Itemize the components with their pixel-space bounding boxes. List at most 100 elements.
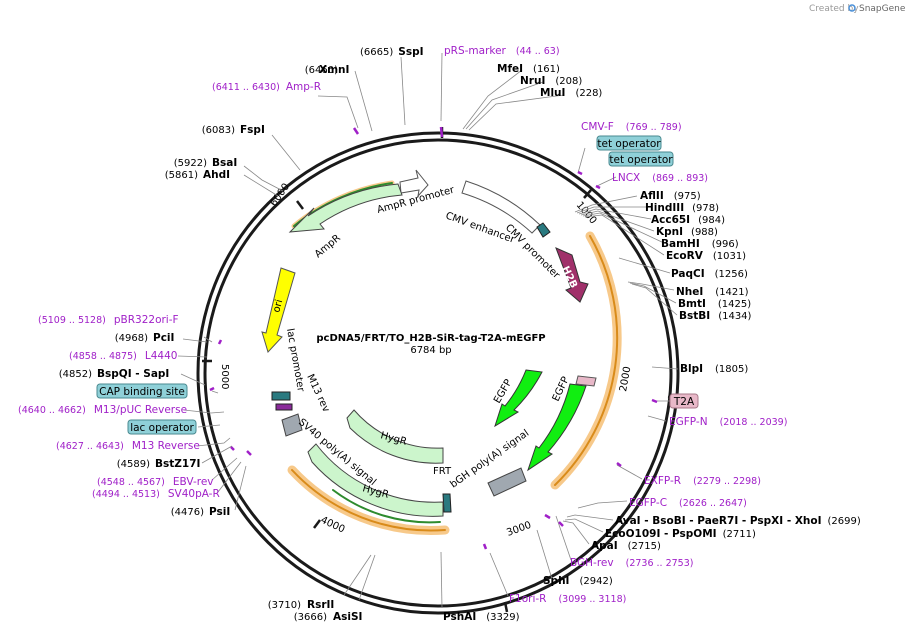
t2a-label: T2A xyxy=(673,396,695,408)
bspqi-sapi-pos: (4852) xyxy=(59,369,92,380)
fspi-name: FspI xyxy=(240,124,265,136)
aflii-name: AflII xyxy=(640,190,664,202)
svg-text:(5109 .. 5128)pBR322ori-F: (5109 .. 5128)pBR322ori-F xyxy=(38,314,179,326)
svg-text:EGFP-N(2018 .. 2039): EGFP-N (2018 .. 2039) xyxy=(669,416,787,428)
m13puc-name: M13/pUC Reverse xyxy=(94,404,187,416)
lac-operator-box: lac operator xyxy=(127,419,197,435)
svg-text:AsiSI: AsiSI xyxy=(333,611,362,623)
fspi-pos: (6083) xyxy=(202,125,235,136)
paqci-name: PaqCI xyxy=(671,268,705,280)
bamhi-pos: (996) xyxy=(712,239,739,250)
svg-text:EcoO109I - PspOMI(2711): EcoO109I - PspOMI (2711) xyxy=(605,528,756,540)
ecoo109i-pos: (2711) xyxy=(723,529,756,540)
ebv-rev-name: EBV-rev xyxy=(173,476,214,488)
mfei-name: MfeI xyxy=(497,63,523,75)
ahdi-name: AhdI xyxy=(203,169,230,181)
sphi-name: SphI xyxy=(543,575,569,587)
amp-r-pos: (6411 .. 6430) xyxy=(212,82,280,93)
f1ori-r-pos: (3099 .. 3118) xyxy=(558,594,626,605)
tet-operator-2-label: tet operator xyxy=(609,154,673,166)
feature-hygr-1: HygR xyxy=(346,409,444,464)
svg-text:(6411 .. 6430)Amp-R: (6411 .. 6430)Amp-R xyxy=(212,81,321,93)
bstbi-pos: (1434) xyxy=(718,311,751,322)
svg-text:(6460): (6460) xyxy=(305,65,338,76)
tick-3000: 3000 xyxy=(505,520,533,539)
rsrii-pos: (3710) xyxy=(268,600,301,611)
svg-text:BGH-rev(2736 .. 2753): BGH-rev(2736 .. 2753) xyxy=(570,557,693,569)
egfp-n-name: EGFP-N xyxy=(669,416,708,428)
feature-egfp-1: EGFP xyxy=(492,369,543,428)
svg-text:EGFP-C(2626 .. 2647): EGFP-C(2626 .. 2647) xyxy=(629,497,747,509)
nrui-name: NruI xyxy=(520,75,545,87)
kpni-name: KpnI xyxy=(656,226,683,238)
hindiii-pos: (978) xyxy=(692,203,719,214)
svg-text:BstZ17I: BstZ17I xyxy=(155,458,200,470)
m13-rev-label: M13 rev xyxy=(304,373,331,414)
ecoo109i-name: EcoO109I - PspOMI xyxy=(605,528,717,540)
nhei-name: NheI xyxy=(676,286,703,298)
ecorv-name: EcoRV xyxy=(666,250,704,262)
nhei-pos: (1421) xyxy=(715,287,748,298)
svg-text:F1ori-R(3099 .. 3118): F1ori-R(3099 .. 3118) xyxy=(509,593,626,605)
tet-operator-1-box: tet operator xyxy=(596,135,662,151)
egfp-n-pos: (2018 .. 2039) xyxy=(720,417,788,428)
sphi-pos: (2942) xyxy=(579,576,612,587)
tick-4000: 4000 xyxy=(319,515,347,536)
primer-marks xyxy=(209,126,658,550)
pshai-name: PshAI xyxy=(443,611,476,623)
avai-group-pos: (2699) xyxy=(828,516,861,527)
t2a-box: T2A xyxy=(669,393,699,409)
svg-text:(5922): (5922) xyxy=(174,158,207,169)
sv40pa-r-pos: (4494 .. 4513) xyxy=(92,489,160,500)
m13rev-pos: (4627 .. 4643) xyxy=(56,441,124,452)
ahdi-pos: (5861) xyxy=(165,170,198,181)
svg-text:(4548 .. 4567)EBV-rev: (4548 .. 4567)EBV-rev xyxy=(97,476,214,488)
mlui-pos: (228) xyxy=(575,88,602,99)
feature-ori: ori xyxy=(261,267,296,353)
svg-text:(4968): (4968) xyxy=(115,333,148,344)
feature-h2b: H2B xyxy=(555,247,589,303)
exfp-r-pos: (2279 .. 2298) xyxy=(693,476,761,487)
ampr-label: AmpR xyxy=(313,233,343,261)
svg-text:Acc65I(984): Acc65I (984) xyxy=(651,214,725,226)
l4440-name: L4440 xyxy=(145,350,178,362)
bspqi-sapi-name: BspQI - SapI xyxy=(97,368,169,380)
xmni-pos: (6460) xyxy=(305,65,338,76)
plasmid-size: 6784 bp xyxy=(410,345,451,356)
bgh-rev-name: BGH-rev xyxy=(570,557,614,569)
svg-text:EXFP-R(2279 .. 2298): EXFP-R (2279 .. 2298) xyxy=(644,475,761,487)
exfp-r-name: EXFP-R xyxy=(644,475,681,487)
svg-text:BstBI(1434): BstBI(1434) xyxy=(679,310,752,322)
svg-text:(4589): (4589) xyxy=(117,459,150,470)
acc65i-pos: (984) xyxy=(698,215,725,226)
blpi-name: BlpI xyxy=(680,363,703,375)
svg-text:RsrII: RsrII xyxy=(307,599,334,611)
sspi-name: SspI xyxy=(398,46,423,58)
svg-text:(4627 .. 4643)M13 Reverse: (4627 .. 4643)M13 Reverse xyxy=(56,440,200,452)
tick-5000: 5000 xyxy=(219,364,230,389)
credit-brand: SnapGene xyxy=(859,4,906,14)
svg-text:XmnI: XmnI xyxy=(319,64,349,76)
bamhi-name: BamHI xyxy=(661,238,700,250)
svg-text:BmtI(1425): BmtI(1425) xyxy=(678,298,751,310)
svg-text:(6083): (6083) xyxy=(202,125,235,136)
acc65i-name: Acc65I xyxy=(651,214,690,226)
svg-text:pRS-marker(44 .. 63): pRS-marker(44 .. 63) xyxy=(444,45,560,57)
sv40pa-r-name: SV40pA-R xyxy=(168,488,220,500)
rsrii-name: RsrII xyxy=(307,599,334,611)
svg-text:CMV-F(769 .. 789): CMV-F(769 .. 789) xyxy=(581,121,682,133)
pbr322-pos: (5109 .. 5128) xyxy=(38,315,106,326)
svg-text:LNCX(869 .. 893): LNCX(869 .. 893) xyxy=(612,172,708,184)
cmv-f-pos: (769 .. 789) xyxy=(626,122,682,133)
ori-label: ori xyxy=(271,298,285,313)
pshai-pos: (3329) xyxy=(486,612,519,623)
svg-text:PaqCI(1256): PaqCI(1256) xyxy=(671,268,748,280)
svg-text:(3666): (3666) xyxy=(294,612,327,623)
svg-text:(4640 .. 4662)M13/pUC Reverse: (4640 .. 4662)M13/pUC Reverse xyxy=(18,404,187,416)
cap-binding-site-box: CAP binding site xyxy=(96,383,188,399)
svg-text:AvaI - BsoBI - PaeR7I - PspXI: AvaI - BsoBI - PaeR7I - PspXI - XhoI(269… xyxy=(615,515,861,527)
svg-text:(4494 .. 4513)SV40pA-R: (4494 .. 4513) SV40pA-R xyxy=(92,488,220,500)
bstz17i-name: BstZ17I xyxy=(155,458,200,470)
svg-text:EcoRV(1031): EcoRV(1031) xyxy=(666,250,746,262)
